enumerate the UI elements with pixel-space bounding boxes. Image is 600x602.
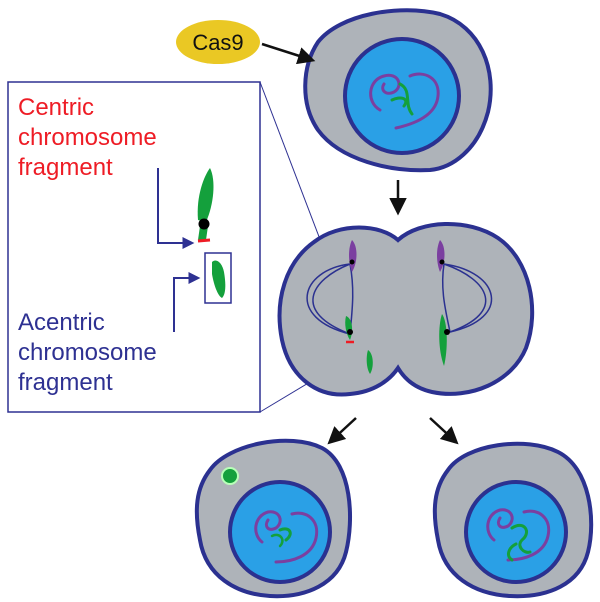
acentric-pointer-arrow [173,272,201,332]
arrow-right-daughter [429,417,459,445]
left-daughter-chromosomes [254,510,319,564]
cas9-label: Cas9 [192,30,243,55]
centric-pointer-arrow [157,168,195,249]
centromere-dot [198,218,210,230]
acentric-fragment [212,260,226,298]
daughter-cell-right [432,441,594,599]
centric-label: Centric chromosome fragment [18,94,163,181]
acentric-label: Acentric chromosome fragment [18,309,163,396]
nucleus-left [228,480,332,584]
right-daughter-chromosomes [486,508,551,562]
centric-fragment [197,168,214,243]
top-nucleus [343,37,461,155]
cas9-protein: Cas9 [176,20,260,64]
acentric-fragment-dividing [366,350,373,374]
acentric-highlight-box [204,252,232,304]
nucleus-right [464,480,568,584]
inset-frame [7,81,261,413]
top-chromosomes [369,72,440,130]
top-cell [303,8,493,173]
green-chromatid-right [439,314,447,366]
dividing-cell [277,221,535,397]
dividing-cell-body [277,221,535,397]
inset-panel: Centric chromosome fragment Acentric chr… [7,81,261,413]
micronucleus [221,467,239,485]
daughter-cell-left [194,438,352,599]
cas9-arrow [261,42,316,65]
arrow-left-daughter [327,417,357,445]
